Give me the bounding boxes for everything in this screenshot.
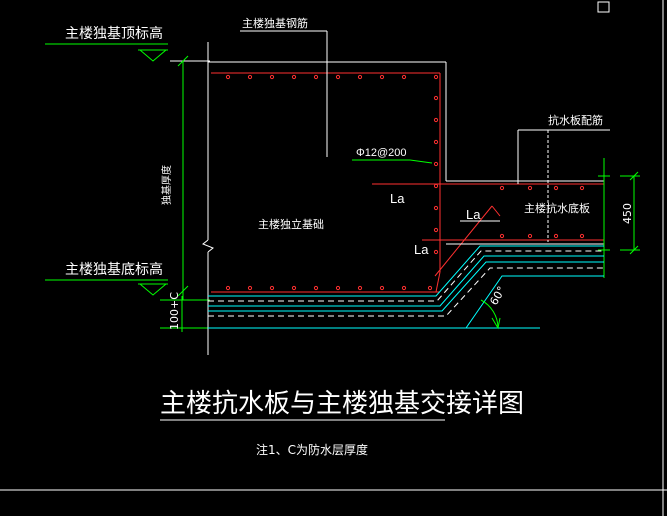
bottom-elevation-label: 主楼独基底标高 (65, 261, 163, 278)
foundation-thickness-label: 独基厚度 (160, 165, 173, 205)
la-label-diagonal: La (466, 207, 481, 222)
plate-rebar (372, 183, 604, 277)
main-foundation-label: 主楼独立基础 (258, 217, 324, 231)
top-elevation-marker (45, 43, 210, 62)
la-label-lower: La (414, 242, 429, 257)
drawing-note: 注1、C为防水层厚度 (256, 442, 368, 457)
angle-indicator (480, 299, 501, 330)
rebar-spec-label: Φ12@200 (356, 147, 407, 159)
dim-100c-lines (160, 296, 210, 332)
frame-corner-mark (597, 1, 610, 13)
angle-label: 60° (487, 284, 508, 307)
top-elevation-label: 主楼独基顶标高 (65, 25, 163, 42)
rebar-spec-leader (352, 159, 433, 164)
plate-slope-outline (446, 158, 640, 278)
foundation-rebar-label: 主楼独基钢筋 (242, 16, 308, 30)
waterproof-rebar-leader (517, 129, 610, 242)
waterproof-layers (208, 245, 604, 329)
foundation-rebar-leader (240, 30, 328, 157)
dim-450-label: 450 (621, 203, 634, 224)
thickness-dimension (177, 55, 189, 300)
dim-100c-label: 100+C (168, 292, 181, 330)
waterproof-rebar-label: 抗水板配筋 (548, 113, 603, 127)
foundation-rebar (211, 72, 441, 293)
drawing-title: 主楼抗水板与主楼独基交接详图 (160, 389, 524, 419)
bottom-elevation-marker (45, 279, 168, 296)
waterproof-plate-label: 主楼抗水底板 (524, 201, 590, 215)
rebar-dots (225, 74, 585, 291)
la-leaders (460, 220, 500, 222)
la-label-upper: La (390, 191, 405, 206)
